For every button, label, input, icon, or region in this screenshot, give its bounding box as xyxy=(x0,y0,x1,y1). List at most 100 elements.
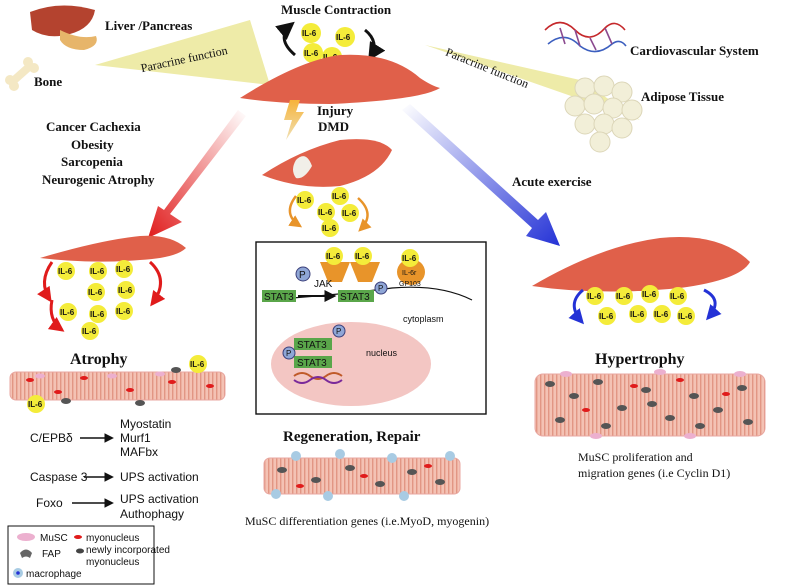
legend-myonucleus-icon xyxy=(74,535,82,539)
adipose-icon xyxy=(564,75,643,153)
injury-damage xyxy=(293,156,312,179)
hypertrophy-arrow-left xyxy=(568,288,585,325)
bone-label: Bone xyxy=(34,74,62,89)
svg-text:IL-6: IL-6 xyxy=(642,290,657,299)
muscle-contraction-label: Muscle Contraction xyxy=(281,2,392,17)
svg-text:IL-6: IL-6 xyxy=(670,292,685,301)
pathway-caspase-source: Caspase 3 xyxy=(30,470,88,484)
svg-text:IL-6: IL-6 xyxy=(90,310,105,319)
condition-item: Obesity xyxy=(71,137,114,152)
cytoplasm-label: cytoplasm xyxy=(403,314,444,324)
injury-arrow-right xyxy=(357,197,372,232)
il6-cluster-injury: IL-6 IL-6 IL-6 IL-6 IL-6 xyxy=(296,187,359,237)
atrophy-arrow-left xyxy=(37,261,54,303)
svg-text:IL-6: IL-6 xyxy=(336,33,351,42)
svg-text:IL-6: IL-6 xyxy=(60,308,75,317)
legend-musc-icon xyxy=(17,533,35,541)
phospho-p-icon xyxy=(282,346,296,360)
dna-helix xyxy=(293,372,343,380)
stat3-label: STAT3 xyxy=(297,340,327,351)
legend-fap-label: FAP xyxy=(42,549,61,560)
cardiovascular-icon xyxy=(544,21,627,53)
svg-text:IL-6: IL-6 xyxy=(322,224,337,233)
contraction-arrow-right xyxy=(364,28,386,62)
hypertrophy-fiber xyxy=(534,369,766,439)
injury-arrow-left xyxy=(288,195,303,228)
p-label: P xyxy=(336,327,341,336)
svg-text:IL-6: IL-6 xyxy=(297,196,312,205)
svg-text:IL-6: IL-6 xyxy=(402,254,417,263)
injury-label: Injury xyxy=(317,103,354,118)
svg-text:IL-6: IL-6 xyxy=(118,286,133,295)
legend-myonucleus-label: myonucleus xyxy=(86,533,139,544)
hypertrophy-caption-1: MuSC proliferation and xyxy=(578,450,693,464)
hypertrophy-title: Hypertrophy xyxy=(595,351,684,368)
pathway-cebpd-source: C/EPBδ xyxy=(30,431,73,445)
muscle-contraction xyxy=(240,54,440,104)
condition-item: Neurogenic Atrophy xyxy=(42,172,155,187)
bone-icon xyxy=(5,57,39,91)
pathway-target: UPS activation xyxy=(120,492,199,506)
muscle-atrophy xyxy=(40,235,186,262)
regeneration-fiber xyxy=(263,449,461,501)
legend-macrophage-label: macrophage xyxy=(26,569,82,580)
il6-cluster-atrophy: IL-6 IL-6 IL-6 IL-6 IL-6 IL-6 IL-6 IL-6 … xyxy=(57,260,135,340)
legend: MuSC myonucleus FAP newly incorporated m… xyxy=(7,525,170,585)
svg-text:IL-6: IL-6 xyxy=(654,310,669,319)
svg-text:IL-6: IL-6 xyxy=(28,400,43,409)
nucleus-label: nucleus xyxy=(366,348,398,358)
svg-text:IL-6: IL-6 xyxy=(116,265,131,274)
pathway-foxo-source: Foxo xyxy=(36,496,63,510)
conditions-list: Cancer Cachexia Obesity Sarcopenia Neuro… xyxy=(42,119,155,187)
svg-text:IL-6: IL-6 xyxy=(630,310,645,319)
svg-text:IL-6: IL-6 xyxy=(82,327,97,336)
svg-text:IL-6: IL-6 xyxy=(616,292,631,301)
svg-text:IL-6: IL-6 xyxy=(326,252,341,261)
liver-icon xyxy=(30,5,97,50)
svg-text:IL-6: IL-6 xyxy=(332,192,347,201)
phospho-p-icon xyxy=(295,266,311,282)
legend-new-myonucleus-label: newly incorporated xyxy=(86,545,170,556)
liver-pancreas-label: Liver /Pancreas xyxy=(105,18,192,33)
svg-text:IL-6: IL-6 xyxy=(190,360,205,369)
hypertrophy-arrow-right xyxy=(703,288,722,321)
p-label: P xyxy=(378,284,383,293)
pathway-target: Authophagy xyxy=(120,507,184,521)
gp130-label: GP103 xyxy=(399,281,421,288)
p-label: P xyxy=(286,349,291,358)
acute-exercise-label: Acute exercise xyxy=(512,174,592,189)
condition-item: Cancer Cachexia xyxy=(46,119,141,134)
pathway-target: UPS activation xyxy=(120,470,199,484)
stat3-nucleus-top xyxy=(294,338,332,350)
stat3-left xyxy=(262,290,296,302)
phospho-p-icon xyxy=(332,324,346,338)
atrophy-title: Atrophy xyxy=(70,351,128,368)
arrow-to-hypertrophy xyxy=(402,104,560,246)
stat3-nucleus-bottom xyxy=(294,356,332,368)
condition-item: Sarcopenia xyxy=(61,154,123,169)
atrophy-fiber xyxy=(9,367,226,406)
cardiovascular-label: Cardiovascular System xyxy=(630,43,759,58)
svg-text:IL-6: IL-6 xyxy=(88,288,103,297)
svg-text:IL-6: IL-6 xyxy=(587,292,602,301)
legend-fap-icon xyxy=(20,549,32,558)
il6r-label: IL-6r xyxy=(402,270,417,277)
stat3-label: STAT3 xyxy=(264,292,294,303)
muscle-hypertrophy xyxy=(532,237,750,292)
regeneration-title: Regeneration, Repair xyxy=(283,429,421,445)
atrophy-arrow-small xyxy=(47,299,65,332)
svg-text:IL-6: IL-6 xyxy=(302,29,317,38)
stat3-right xyxy=(338,290,374,302)
il6-receptor-ball xyxy=(401,249,419,267)
dmd-label: DMD xyxy=(318,119,349,134)
svg-text:IL-6: IL-6 xyxy=(116,307,131,316)
adipose-label: Adipose Tissue xyxy=(641,89,724,104)
pathway-target: Myostatin xyxy=(120,417,171,431)
signaling-box: IL-6 IL-6 IL-6 IL-6r GP103 P JAK STAT3 S… xyxy=(255,241,487,415)
il6-receptor-ball xyxy=(325,247,343,265)
atrophy-arrow-right xyxy=(148,260,166,307)
stat3-label: STAT3 xyxy=(297,358,327,369)
il6-cluster-hypertrophy: IL-6 IL-6 IL-6 IL-6 IL-6 IL-6 IL-6 IL-6 xyxy=(586,285,695,325)
arrow-to-atrophy xyxy=(148,110,246,238)
svg-text:IL-6: IL-6 xyxy=(678,312,693,321)
